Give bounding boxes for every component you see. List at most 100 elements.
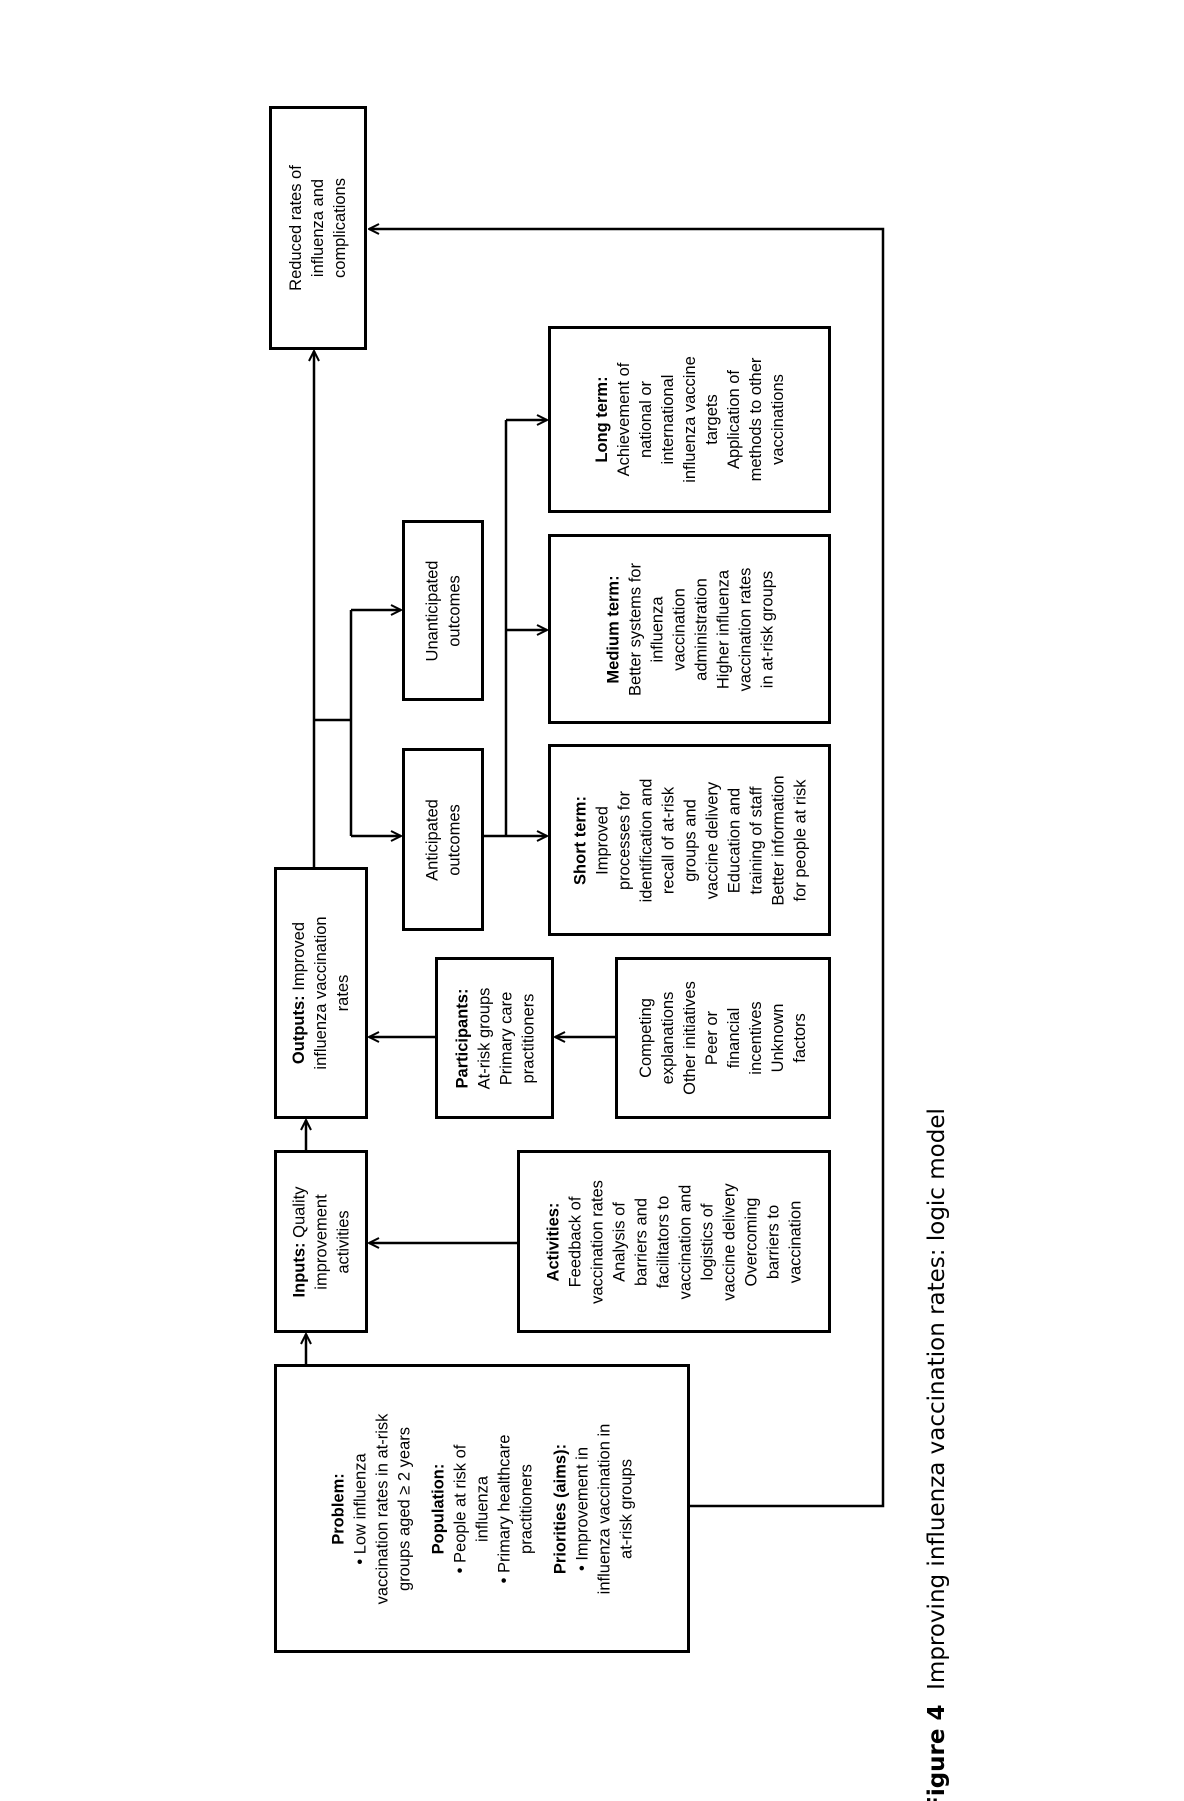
text-line: Participants: <box>451 988 473 1088</box>
text-line: At-risk groups <box>473 987 495 1089</box>
text-line: explanations <box>657 992 679 1085</box>
line-text: financial <box>725 1007 743 1069</box>
text-line: activities <box>332 1210 354 1273</box>
heading-label: Outputs: <box>290 995 308 1065</box>
text-line: complications <box>329 178 351 278</box>
line-text: Anticipated <box>423 798 441 881</box>
text-line: Activities: <box>542 1202 564 1281</box>
heading-label: Population: <box>429 1463 447 1554</box>
text-line: Unknown <box>767 1004 789 1073</box>
text-line: Achievement of <box>613 363 635 477</box>
text-line: Better systems for <box>624 563 646 696</box>
text-line: Primary care <box>495 991 517 1085</box>
text-line: facilitators to <box>652 1195 674 1288</box>
text-line: logistics of <box>696 1203 718 1280</box>
text-line: vaccinations <box>767 374 789 465</box>
text-line: Unanticipated <box>421 560 443 661</box>
text-line: Other initiatives <box>679 981 701 1095</box>
line-text: factors <box>791 1013 809 1063</box>
text-line: outcomes <box>443 804 465 876</box>
line-text: influenza <box>647 595 666 663</box>
heading-label: Inputs: <box>290 1241 308 1297</box>
text-line: Medium term: <box>602 575 624 683</box>
line-text: explanations <box>659 991 677 1085</box>
line-text: influenza and <box>309 178 327 278</box>
line-text: practitioners <box>517 1463 535 1554</box>
line-text: barriers and <box>632 1197 650 1286</box>
line-text: • People at risk of <box>451 1444 469 1573</box>
line-text: in at-risk groups <box>757 570 776 688</box>
line-text: • Primary healthcare <box>495 1434 513 1583</box>
line-text: • Improvement in <box>573 1446 591 1571</box>
line-text: logistics of <box>698 1202 716 1281</box>
text-line: processes for <box>613 790 635 889</box>
line-text: groups aged ≥ 2 years <box>395 1426 413 1591</box>
text-line: in at-risk groups <box>756 570 778 687</box>
line-text: Achievement of <box>614 362 633 477</box>
line-text: Improved <box>592 805 611 875</box>
line-text: Application of <box>724 369 743 470</box>
text-line: influenza vaccine <box>679 356 701 483</box>
line-text: identification and <box>636 778 655 902</box>
text-line: influenza <box>646 596 668 662</box>
heading-label: Short term: <box>570 795 589 885</box>
line-text: At-risk groups <box>474 987 493 1089</box>
line-text: Peer or <box>703 1010 721 1066</box>
line-text: Reduced rates of <box>287 165 305 291</box>
text-line: Analysis of <box>608 1202 630 1282</box>
line-text: facilitators to <box>654 1195 672 1288</box>
figure-caption: Figure 4 Improving influenza vaccination… <box>924 1108 950 1801</box>
heading-label: Long term: <box>592 376 611 463</box>
heading-label: Medium term: <box>603 574 622 684</box>
text-line: factors <box>789 1013 811 1063</box>
line-text: vaccine delivery <box>702 781 721 899</box>
text-line: Feedback of <box>564 1196 586 1287</box>
text-line: Problem: <box>327 1473 349 1545</box>
line-text: recall of at-risk <box>658 786 677 894</box>
text-line: training of staff <box>745 786 767 894</box>
line-text: vaccine delivery <box>720 1182 738 1301</box>
line-text: Other initiatives <box>681 981 699 1095</box>
text-line: influenza <box>471 1475 493 1541</box>
line-text: vaccination <box>786 1200 804 1283</box>
text-line: identification and <box>635 778 657 902</box>
line-text: targets <box>702 394 721 445</box>
text-line: Peer or <box>701 1011 723 1065</box>
text-line: vaccination rates <box>734 567 756 691</box>
text-line: vaccination and <box>674 1184 696 1299</box>
text-line: Short term: <box>569 796 591 885</box>
text-line: at-risk groups <box>615 1459 637 1559</box>
line-text: vaccination rates <box>735 567 754 691</box>
heading-label: Participants: <box>452 988 471 1088</box>
text-line: Reduced rates of <box>285 165 307 291</box>
text-line: practitioners <box>515 1464 537 1554</box>
text-line: international <box>657 375 679 465</box>
caption-label: Figure 4 <box>924 1704 950 1801</box>
line-text: administration <box>691 577 710 681</box>
line-text: vaccination rates in at-risk <box>373 1413 391 1604</box>
line-text: Improved <box>290 921 308 996</box>
line-text: complications <box>331 178 349 278</box>
text-line: Education and <box>723 787 745 893</box>
text-line: Long term: <box>591 376 613 462</box>
line-text: activities <box>334 1209 352 1274</box>
text-line: targets <box>701 394 723 444</box>
text-line: groups aged ≥ 2 years <box>393 1426 415 1590</box>
line-text: Overcoming <box>742 1197 760 1286</box>
heading-label: Problem: <box>329 1472 347 1545</box>
text-line: • People at risk of <box>449 1444 471 1573</box>
